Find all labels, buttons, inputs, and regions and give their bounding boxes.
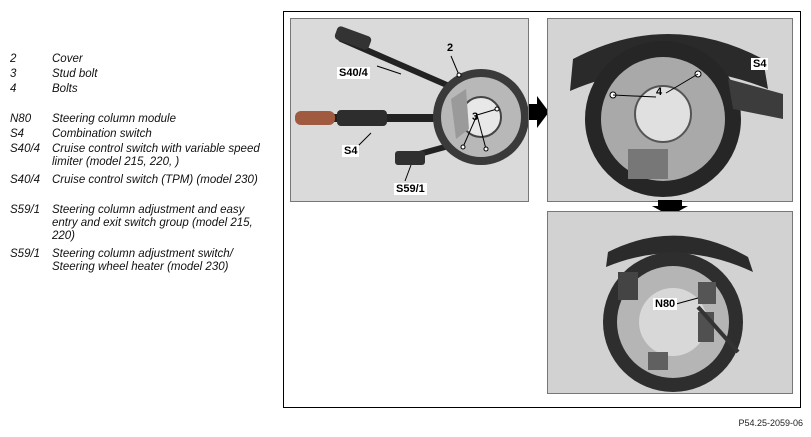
- legend-number: S4: [10, 128, 25, 140]
- legend-description: Steering column adjustment switch/ Steer…: [52, 248, 233, 273]
- callout-stud-bolt: 3: [472, 111, 479, 123]
- figure-reference-number: P54.25-2059-06: [738, 418, 803, 428]
- legend-description: Stud bolt: [52, 68, 98, 80]
- photo-steering-column-module-drawing: [548, 212, 792, 393]
- photo-module-bolts: [547, 18, 793, 202]
- legend-number: S40/4: [10, 143, 41, 155]
- photo-combination-switch-drawing: [291, 19, 528, 201]
- photo-module-bolts-drawing: [548, 19, 792, 201]
- arrow-right-icon: [529, 96, 549, 128]
- legend-description: Cover: [52, 53, 83, 65]
- callout-steering-column-module: N80: [653, 298, 678, 310]
- legend-number: N80: [10, 113, 32, 125]
- callout-cover: 2: [447, 42, 454, 54]
- legend-description: Bolts: [52, 83, 78, 95]
- legend-description: Cruise control switch (TPM) (model 230): [52, 174, 258, 186]
- legend-number: S40/4: [10, 174, 41, 186]
- photo-steering-column-module: [547, 211, 793, 394]
- callout-s40-4: S40/4: [337, 67, 370, 79]
- legend-number: 4: [10, 83, 17, 95]
- arrow-down-icon: [652, 200, 688, 216]
- callout-s59-1: S59/1: [394, 183, 427, 195]
- callout-s4: S4: [342, 145, 360, 157]
- callout-bolts: 4: [656, 86, 663, 98]
- legend-number: 3: [10, 68, 17, 80]
- callout-combination-switch: S4: [751, 58, 769, 70]
- legend-number: S59/1: [10, 248, 41, 260]
- legend-description: Steering column adjustment and easy entr…: [52, 204, 253, 242]
- legend-description: Steering column module: [52, 113, 177, 125]
- legend-description: Combination switch: [52, 128, 152, 140]
- legend-number: 2: [10, 53, 17, 65]
- legend-description: Cruise control switch with variable spee…: [52, 143, 260, 168]
- legend-number: S59/1: [10, 204, 41, 216]
- photo-combination-switch: [290, 18, 529, 202]
